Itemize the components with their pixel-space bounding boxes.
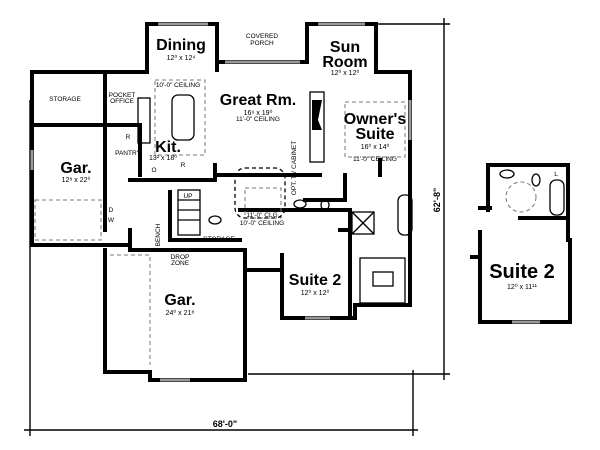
sun-room-size: 12⁰ x 12⁰ — [331, 69, 360, 77]
range-label: R — [126, 134, 131, 141]
foyer-ceiling-2: 10'-0" CEILING — [240, 220, 284, 227]
o-label: O — [151, 167, 156, 174]
range-label-2: R — [181, 162, 186, 169]
garage-large-label: Gar. — [164, 292, 195, 309]
covered-porch-label: COVERED — [246, 33, 278, 40]
dining-size: 12⁰ x 12⁴ — [167, 54, 196, 62]
dryer-label: D — [109, 207, 114, 214]
kitchen-label: Kit. — [155, 139, 181, 156]
width-dimension: 68'-0" — [213, 419, 237, 429]
garage-small-size: 12⁸ x 22⁰ — [62, 176, 91, 184]
great-room-ceiling: 11'-0" CEILING — [236, 116, 280, 123]
drop-zone-label-2: ZONE — [171, 260, 190, 267]
alt-suite2-label: Suite 2 — [489, 261, 555, 283]
owners-suite-label-2: Suite — [355, 126, 394, 143]
sun-room-label-2: Room — [322, 54, 367, 71]
ceiling-outlines — [34, 79, 406, 365]
kitchen-ceiling: 10'-0" CEILING — [156, 82, 200, 89]
owners-suite-size: 16⁰ x 14⁰ — [361, 143, 390, 151]
garage-large-size: 24⁰ x 21⁸ — [166, 309, 195, 317]
garage-small-label: Gar. — [60, 160, 91, 177]
dining-label: Dining — [156, 37, 206, 54]
main-walls — [30, 22, 412, 382]
stairs-up-label: UP — [183, 193, 192, 200]
drop-zone-label: DROP — [171, 254, 190, 261]
suite2-label: Suite 2 — [289, 272, 342, 289]
storage-label: STORAGE — [49, 96, 81, 103]
tv-cabinet-label: OPT. TV CABINET — [291, 141, 298, 195]
depth-dimension: 62'-8" — [432, 188, 442, 212]
covered-porch-label-2: PORCH — [250, 40, 274, 47]
b-label: B — [138, 167, 142, 174]
alt-linen-label: L — [554, 171, 558, 178]
great-room-size: 16⁹ x 19⁰ — [244, 109, 273, 117]
dimension-lines — [24, 18, 450, 436]
owners-suite-ceiling: 11'-0" CEILING — [353, 156, 397, 163]
kitchen-size: 13² x 18⁰ — [149, 154, 177, 162]
bench-label: BENCH — [155, 223, 162, 246]
windows — [30, 22, 412, 382]
alt-suite2-walls — [470, 163, 572, 324]
owners-suite-label: Owner's — [344, 111, 407, 128]
alt-suite2-size: 12⁰ x 11¹¹ — [507, 283, 538, 291]
storage-mid-label: STORAGE — [203, 236, 235, 243]
fixtures-drawings — [137, 91, 413, 304]
pocket-office-label: POCKET — [109, 92, 136, 99]
great-room-label: Great Rm. — [220, 92, 296, 109]
foyer-ceiling-1: 11'-0" CLG — [246, 212, 277, 219]
pocket-office-label-2: OFFICE — [110, 98, 134, 105]
sun-room-label: Sun — [330, 39, 360, 56]
pantry-label: PANTRY — [115, 150, 141, 157]
washer-label: W — [108, 217, 115, 224]
suite2-size: 12⁰ x 12⁰ — [301, 289, 330, 297]
